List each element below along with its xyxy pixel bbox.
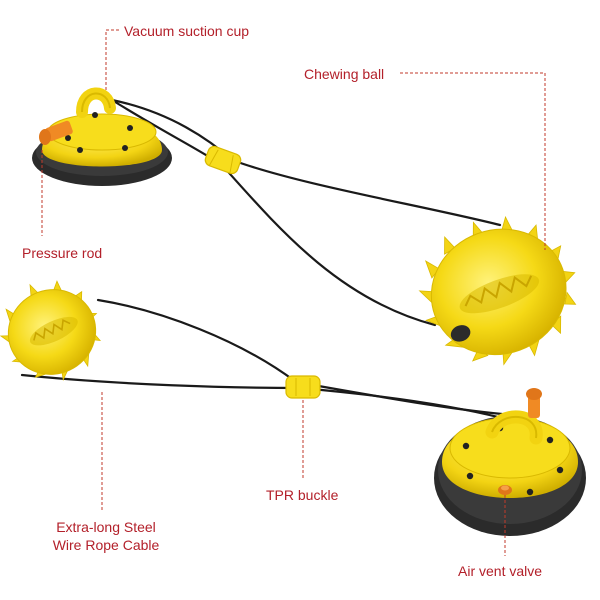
callout-line-ball xyxy=(400,72,546,250)
air-vent-valve xyxy=(498,485,512,495)
chewing-ball-right xyxy=(418,215,577,366)
callout-lines xyxy=(41,29,546,556)
label-vacuum-suction-cup: Vacuum suction cup xyxy=(124,23,250,39)
tpr-buckle-top xyxy=(204,145,242,175)
label-pressure-rod: Pressure rod xyxy=(22,245,103,261)
vacuum-suction-cup-top xyxy=(32,87,172,186)
steel-wire-cable-top xyxy=(110,98,502,327)
pressure-rod-top xyxy=(39,120,73,145)
pressure-rod-bottom xyxy=(526,388,542,418)
label-cable-line2: Wire Rope Cable xyxy=(52,537,160,553)
label-air-vent-valve: Air vent valve xyxy=(458,563,543,579)
chewing-ball-left xyxy=(0,280,102,382)
label-steel-wire-cable: Extra-long Steel Wire Rope Cable xyxy=(36,518,176,554)
tpr-buckle-bottom xyxy=(285,375,321,399)
label-tpr-buckle: TPR buckle xyxy=(266,487,339,503)
label-chewing-ball: Chewing ball xyxy=(304,66,385,82)
label-cable-line1: Extra-long Steel xyxy=(56,519,156,535)
vacuum-suction-cup-bottom xyxy=(434,410,586,536)
callout-line-vacuum xyxy=(105,29,120,90)
